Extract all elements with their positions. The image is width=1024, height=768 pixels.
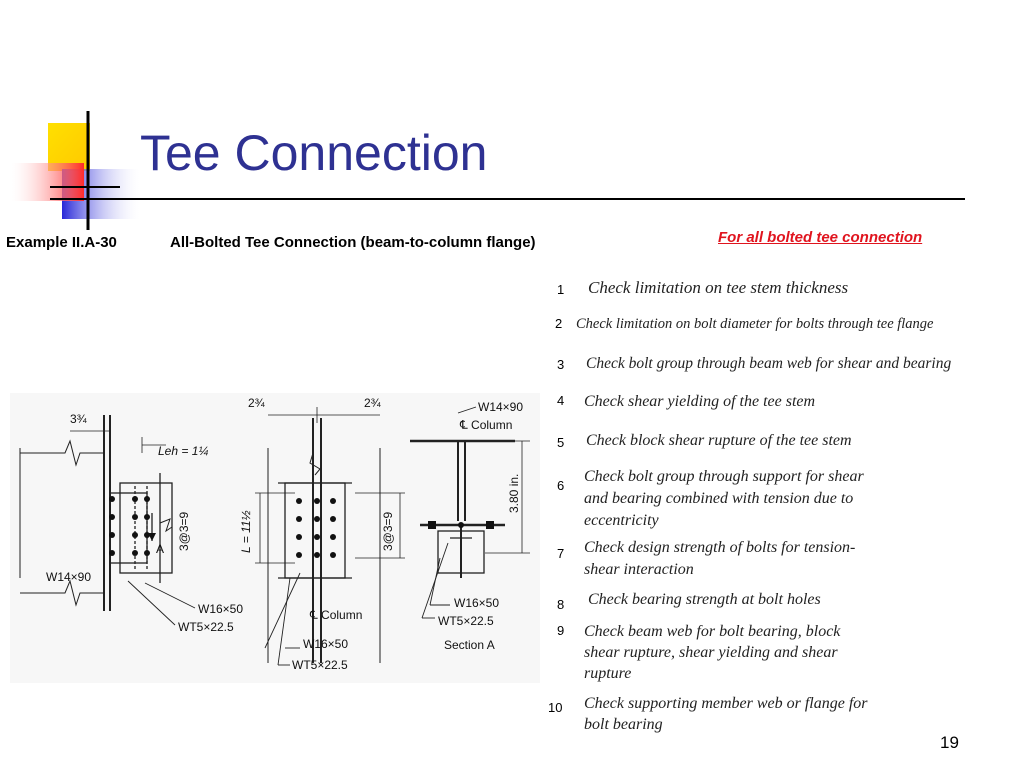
column-centerline-label: ℄ Column bbox=[309, 608, 362, 622]
check-text: and bearing combined with tension due to bbox=[584, 490, 854, 507]
check-text: Check limitation on tee stem thickness bbox=[588, 278, 849, 297]
column-shape-label: W14×90 bbox=[478, 400, 523, 414]
page-number: 19 bbox=[940, 733, 959, 752]
beam-shape-label: W16×50 bbox=[303, 637, 348, 651]
tee-shape-label: WT5×22.5 bbox=[438, 614, 494, 628]
check-text: rupture bbox=[584, 665, 632, 682]
check-text: Check design strength of bolts for tensi… bbox=[584, 539, 856, 556]
dim-2-3-4: 2¾ bbox=[248, 396, 266, 410]
check-number: 6 bbox=[557, 478, 565, 493]
check-text: shear rupture, shear yielding and shear bbox=[584, 644, 838, 661]
height-label: 3.80 in. bbox=[507, 474, 521, 513]
bolt-spacing-label: 3@3=9 bbox=[381, 511, 395, 551]
section-mark: A bbox=[156, 542, 164, 556]
check-text: Check bearing strength at bolt holes bbox=[588, 591, 821, 608]
check-text: Check bolt group through beam web for sh… bbox=[586, 355, 952, 372]
check-text: shear interaction bbox=[584, 561, 694, 578]
example-number: Example II.A-30 bbox=[6, 234, 117, 251]
check-number: 9 bbox=[557, 623, 565, 638]
title-decoration-icon bbox=[12, 111, 140, 230]
bolt-spacing-label: 3@3=9 bbox=[177, 511, 191, 551]
slide-title: Tee Connection bbox=[140, 125, 488, 181]
check-number: 2 bbox=[555, 316, 563, 331]
length-label: L = 11½ bbox=[239, 510, 253, 553]
check-number: 10 bbox=[548, 700, 563, 715]
beam-shape-label: W16×50 bbox=[198, 602, 243, 616]
check-text: Check limitation on bolt diameter for bo… bbox=[576, 316, 934, 332]
check-text: eccentricity bbox=[584, 512, 659, 529]
example-title: All-Bolted Tee Connection (beam-to-colum… bbox=[170, 234, 536, 251]
title-divider bbox=[50, 198, 965, 200]
column-centerline-label: ℄ Column bbox=[459, 418, 512, 432]
dim-2-3-4: 2¾ bbox=[364, 396, 382, 410]
check-number: 1 bbox=[557, 282, 565, 297]
check-text: Check bolt group through support for she… bbox=[584, 468, 864, 485]
check-number: 7 bbox=[557, 546, 565, 561]
connection-drawing: 3¾ Leh = 1¼ A W14×90 W16×50 WT5×22.5 2¾ … bbox=[10, 393, 540, 683]
check-number: 5 bbox=[557, 435, 565, 450]
check-number: 8 bbox=[557, 597, 565, 612]
tee-shape-label: WT5×22.5 bbox=[178, 620, 234, 634]
beam-shape-label: W16×50 bbox=[454, 596, 499, 610]
note-link[interactable]: For all bolted tee connection bbox=[718, 229, 923, 246]
dim-3-3-4: 3¾ bbox=[70, 412, 88, 426]
check-text: Check beam web for bolt bearing, block bbox=[584, 623, 841, 640]
column-shape-label: W14×90 bbox=[46, 570, 91, 584]
check-text: Check supporting member web or flange fo… bbox=[584, 695, 868, 712]
check-text: bolt bearing bbox=[584, 716, 663, 733]
tee-shape-label: WT5×22.5 bbox=[292, 658, 348, 672]
check-text: Check shear yielding of the tee stem bbox=[584, 393, 816, 410]
section-a-label: Section A bbox=[444, 638, 495, 652]
check-text: Check block shear rupture of the tee ste… bbox=[586, 432, 852, 449]
check-number: 4 bbox=[557, 393, 565, 408]
check-number: 3 bbox=[557, 357, 565, 372]
leh-label: Leh = 1¼ bbox=[158, 444, 208, 458]
